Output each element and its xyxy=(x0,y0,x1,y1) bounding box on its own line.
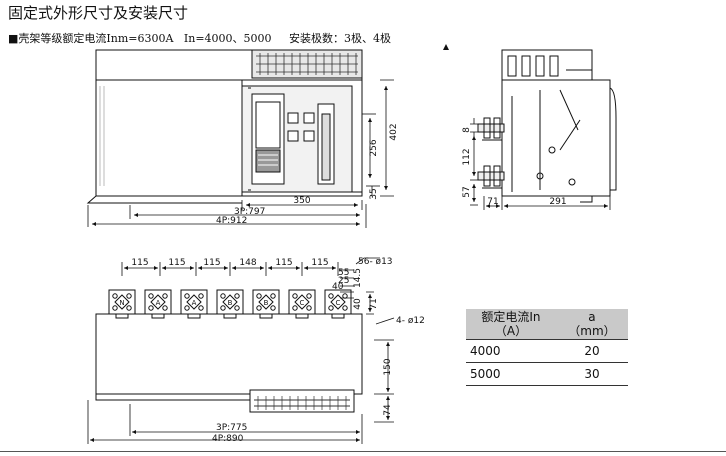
dim-40b: 40 xyxy=(353,298,363,310)
cell-a: 20 xyxy=(555,339,628,363)
terminal: A xyxy=(180,289,208,319)
dim-57: 57 xyxy=(462,186,472,197)
dim-71: 71 xyxy=(487,197,498,207)
dim-25: 25 xyxy=(338,276,349,286)
spacing-label: 115 xyxy=(311,258,328,268)
col-header-a: a （mm） xyxy=(555,309,628,340)
dim-14-5: 14.5 xyxy=(353,268,363,288)
hole-label: 56- ø13 xyxy=(358,257,393,267)
cell-current: 4000 xyxy=(466,339,556,363)
dim-3p-797: 3P:797 xyxy=(234,207,265,217)
dim-256: 256 xyxy=(369,139,379,156)
front-dimensions xyxy=(87,79,394,228)
terminal-label: C xyxy=(300,299,305,307)
dim-8: 8 xyxy=(462,127,472,133)
spacing-label: 115 xyxy=(131,258,148,268)
top-dimensions xyxy=(87,257,395,444)
spacing-labels: 115 115 115 148 115 115 xyxy=(131,258,328,268)
dim-74: 74 xyxy=(383,404,393,416)
spec-line: ■壳架等级额定电流Inm=6300A In=4000、5000 安装极数：3极、… xyxy=(8,32,392,45)
spacing-label: 148 xyxy=(239,258,256,268)
spacing-label: 115 xyxy=(168,258,185,268)
top-view xyxy=(95,313,363,413)
terminal-label: A xyxy=(192,299,197,307)
cell-a: 30 xyxy=(555,362,628,386)
table-row: 4000 20 xyxy=(466,339,628,363)
side-view xyxy=(477,49,617,203)
terminal: N xyxy=(108,289,136,319)
terminal-label: C xyxy=(336,299,341,307)
dim-55: 55 xyxy=(338,268,349,278)
terminal-label: B xyxy=(264,299,269,307)
dim-350: 350 xyxy=(293,196,310,206)
terminal: B xyxy=(252,289,280,319)
terminal: C xyxy=(324,289,352,319)
terminal: B xyxy=(216,289,244,319)
dim-4p-912: 4P:912 xyxy=(216,216,247,226)
dim-40a: 40 xyxy=(332,282,344,292)
side-dimensions xyxy=(470,118,611,210)
cell-current: 5000 xyxy=(466,362,556,386)
front-view xyxy=(86,49,363,204)
dim-4p-890: 4P:890 xyxy=(212,434,244,444)
terminal: A xyxy=(144,289,172,319)
spacing-label: 115 xyxy=(275,258,292,268)
dim-112: 112 xyxy=(462,148,472,165)
rating-table: 额定电流In （A） a （mm） 4000 20 5000 30 xyxy=(466,309,628,386)
col-header-current: 额定电流In （A） xyxy=(466,309,556,340)
table-row: 5000 30 xyxy=(466,362,628,386)
dim-35: 35 xyxy=(369,188,379,199)
bottom-rule xyxy=(0,451,726,452)
dim-291: 291 xyxy=(549,197,566,207)
page-title: 固定式外形尺寸及安装尺寸 xyxy=(8,4,189,22)
spacing-label: 115 xyxy=(203,258,220,268)
dim-71-top: 71 xyxy=(369,298,379,309)
terminal-label: B xyxy=(228,299,233,307)
terminal-label: N xyxy=(119,299,124,307)
dim-402: 402 xyxy=(389,123,399,140)
terminal: C xyxy=(288,289,316,319)
dim-3p-775: 3P:775 xyxy=(216,423,247,433)
dim-150: 150 xyxy=(383,358,393,375)
mount-holes-label: 4- ø12 xyxy=(396,316,425,326)
marker-triangle xyxy=(443,44,449,50)
terminal-label: A xyxy=(156,299,161,307)
